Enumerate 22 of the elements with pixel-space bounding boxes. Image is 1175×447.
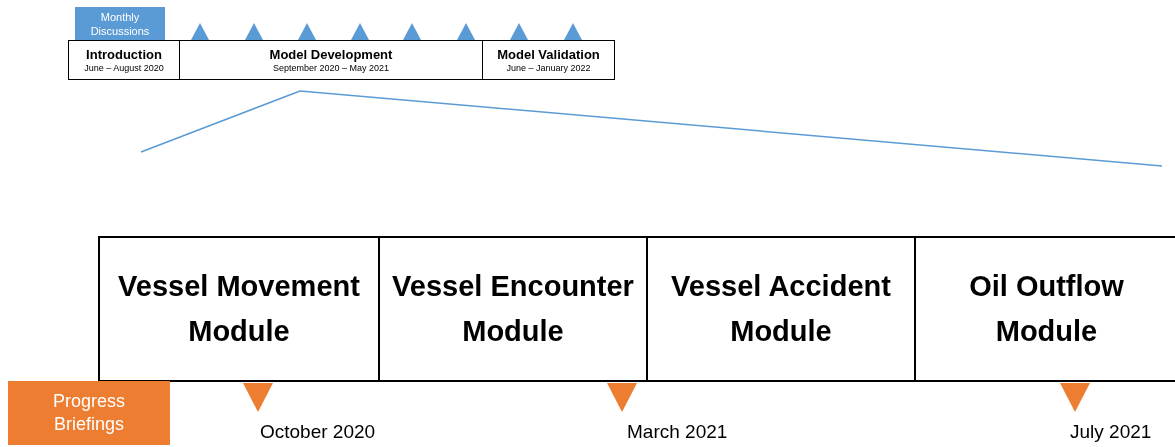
module-title: Vessel Movement Module [117, 269, 361, 349]
module-title: Vessel Encounter Module [391, 269, 635, 349]
phase-box [482, 40, 615, 80]
module-box [378, 236, 648, 382]
phase-box [68, 40, 180, 80]
module-box [646, 236, 916, 382]
legend-tag: Progress Briefings [8, 381, 170, 445]
module-box [98, 236, 380, 382]
date-range: June – January 2022 [506, 61, 591, 74]
module-title: Oil Outflow Module [968, 269, 1125, 349]
module-title: Vessel Accident Module [670, 269, 892, 349]
date-range: September 2020 – May 2021 [272, 62, 390, 74]
phase-title: Introduction [86, 46, 162, 62]
phase-title: Model Validation [497, 46, 600, 62]
date-label: October 2020 [260, 421, 376, 443]
date-label: March 2021 [627, 421, 728, 443]
phase-title: Model Development [269, 46, 393, 62]
module-box [914, 236, 1175, 382]
phase-box [179, 40, 483, 80]
date-label: July 2021 [1070, 421, 1152, 443]
date-range: June – August 2020 [84, 61, 164, 74]
legend-tag: Monthly Discussions [75, 7, 165, 40]
